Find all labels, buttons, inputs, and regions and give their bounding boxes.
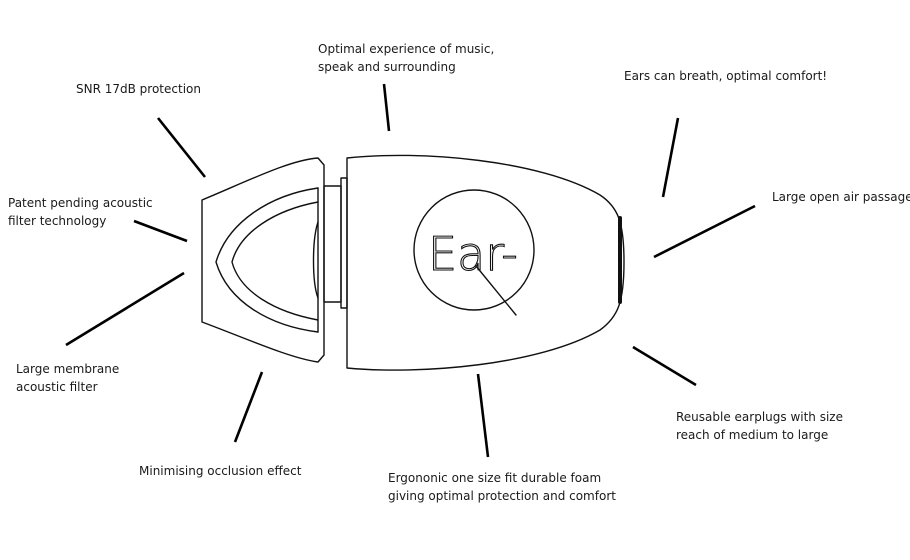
callout-line: reach of medium to large [676,428,829,442]
leader-breath [661,117,680,198]
callout-line: Patent pending acoustic [8,196,153,210]
leader-membrane [65,271,185,347]
callout-line: Optimal experience of music, [318,42,495,56]
leader-music [382,83,391,132]
leader-patent [133,219,188,243]
callout-membrane: Large membrane acoustic filter [16,360,119,396]
callout-air: Large open air passage [772,188,910,206]
callout-patent: Patent pending acoustic filter technolog… [8,194,153,230]
earplug-body [346,154,625,371]
leader-foam [476,373,490,458]
callout-line: filter technology [8,214,107,228]
callout-line: Minimising occlusion effect [139,464,302,478]
logo-text: Ear- [428,227,518,281]
callout-line: Large open air passage [772,190,910,204]
callout-line: SNR 17dB protection [76,82,201,96]
callout-line: Ears can breath, optimal comfort! [624,69,828,83]
leader-reusable [632,345,697,387]
callout-line: Large membrane [16,362,120,376]
logo-circle [413,189,535,311]
foam-tip [201,157,325,363]
callout-music: Optimal experience of music, speak and s… [318,40,494,76]
callout-line: giving optimal protection and comfort [388,489,616,503]
callout-line: Ergononic one size fit durable foam [388,471,602,485]
callout-line: speak and surrounding [318,60,456,74]
callout-reusable: Reusable earplugs with size reach of med… [676,408,843,444]
leader-air [653,204,756,259]
callout-foam: Ergononic one size fit durable foam givi… [388,469,616,505]
connector-collar [323,185,342,303]
leader-occlusion [233,371,264,443]
callout-line: Reusable earplugs with size [676,410,843,424]
callout-occlusion: Minimising occlusion effect [139,462,301,480]
logo-tail [475,265,517,316]
callout-breath: Ears can breath, optimal comfort! [624,67,827,85]
callout-snr: SNR 17dB protection [76,80,201,98]
callout-line: acoustic filter [16,380,98,394]
leader-snr [156,117,207,178]
membrane-cavity [215,187,319,333]
